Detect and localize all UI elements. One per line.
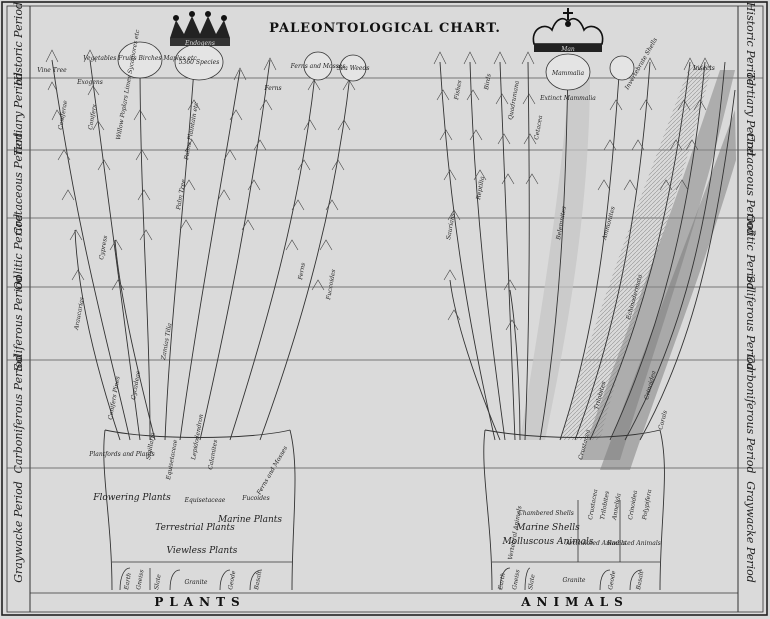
plant-mid-label: Cycadeae bbox=[130, 370, 142, 401]
animal-root-label: Crustacea bbox=[587, 488, 599, 520]
plant-root-label: Viewless Plants bbox=[167, 546, 238, 556]
animal-mid-label: Saurians bbox=[445, 213, 457, 241]
animal-base-label: Granite bbox=[563, 577, 586, 584]
animals-tree-fill bbox=[520, 65, 736, 470]
animal-root-label: Trilobites bbox=[599, 490, 611, 520]
plant-root-label: Flowering Plants bbox=[92, 493, 171, 503]
animal-mid-label: Cetacea bbox=[533, 114, 544, 140]
animal-base-label: Geode bbox=[607, 570, 617, 591]
period-label-right: Carboniferous Period bbox=[744, 354, 757, 473]
animal-mid-label: Quadrumana bbox=[507, 80, 521, 121]
animal-root-label: Crinoidea bbox=[627, 489, 639, 520]
plant-base-label: Geode bbox=[227, 570, 237, 591]
animal-base-label: Gneiss bbox=[511, 569, 521, 590]
plant-top-label: Sea Weeds bbox=[337, 65, 370, 72]
plant-mid-label: Cypress bbox=[98, 235, 109, 260]
plants-root-labels: Flowering Plants Terrestrial Plants Mari… bbox=[88, 445, 289, 556]
plant-mid-label: Araucarias bbox=[73, 297, 86, 332]
animal-root-label: Marine Shells bbox=[515, 523, 580, 533]
animal-mid-label: Ammonites bbox=[601, 206, 617, 242]
animal-top-label: Mammalia bbox=[551, 70, 585, 77]
plant-root-label: Fucoides bbox=[241, 495, 269, 502]
plants-footer-label: PLANTS bbox=[154, 595, 245, 609]
chart-title: PALEONTOLOGICAL CHART. bbox=[269, 21, 501, 36]
plant-mid-label: Palms Plaintain etc bbox=[183, 101, 200, 161]
plant-mid-label: Calamites bbox=[207, 439, 219, 470]
plant-mid-label: Palm Tree bbox=[175, 178, 187, 211]
period-labels-right: Historic Period Tertiary Period Cretaceo… bbox=[744, 1, 757, 583]
plant-root-label: Equisetaceae bbox=[184, 497, 226, 504]
plant-top-label: 5360 Species bbox=[179, 59, 220, 66]
plant-root-label: Plantfords and Plants bbox=[88, 451, 154, 458]
plant-mid-label: Conifers bbox=[87, 104, 98, 131]
animals-footer-label: ANIMALS bbox=[520, 595, 629, 609]
animal-mid-label: Reptilia bbox=[475, 175, 486, 201]
plants-leaves bbox=[46, 50, 355, 290]
plant-root-label: Marine Plants bbox=[217, 515, 282, 525]
plant-base-label: Earth bbox=[123, 572, 133, 591]
animal-top-label: Fishes bbox=[453, 80, 463, 102]
period-labels-left: Historic Period Tertiary Period Cretaceo… bbox=[12, 2, 25, 583]
plant-mid-label: Ferns bbox=[297, 262, 307, 281]
animal-top-label: Insects bbox=[692, 65, 715, 72]
animal-base-label: Slate bbox=[527, 573, 537, 590]
plants-tree bbox=[52, 55, 350, 590]
plant-top-label: Vine Tree bbox=[37, 67, 67, 74]
plant-base-label: Gneiss bbox=[135, 569, 145, 590]
period-label-right: Graywacke Period bbox=[744, 481, 757, 582]
plants-crown-label: Endogens bbox=[184, 40, 215, 47]
plant-base-label: Slate bbox=[153, 573, 163, 590]
animal-root-label: Radiated Animals bbox=[606, 540, 661, 547]
plants-base-labels: Earth Gneiss Slate Granite Geode Basalt bbox=[123, 569, 263, 591]
animals-root-labels: Vertebral Animals Marine Shells Mollusco… bbox=[501, 488, 660, 560]
period-label-left: Carboniferous Period bbox=[12, 354, 25, 473]
plant-top-label: Ferns bbox=[263, 85, 281, 92]
animal-root-label: Annelida bbox=[611, 492, 623, 521]
animals-crown-label: Man bbox=[560, 46, 575, 53]
plant-base-label: Granite bbox=[185, 579, 208, 586]
animals-base-labels: Earth Gneiss Slate Granite Geode Basalt bbox=[497, 569, 645, 591]
plant-top-label: Exogens bbox=[76, 79, 103, 86]
animal-mid-label: Corals bbox=[657, 410, 669, 431]
animal-top-label: Birds bbox=[483, 73, 493, 91]
animal-mid-label: Extinct Mammalia bbox=[539, 95, 596, 102]
plant-root-label: Ferns and Mosses bbox=[255, 445, 289, 497]
period-label-left: Graywacke Period bbox=[12, 481, 25, 582]
animal-root-label: Chambered Shells bbox=[518, 510, 574, 517]
plant-mid-label: Conifers Pines bbox=[107, 376, 122, 421]
animal-root-label: Polypifera bbox=[641, 488, 653, 521]
plant-mid-label: Equisetaceae bbox=[165, 439, 179, 482]
plants-mid-labels: Coniferae Conifers Willow Poplars Limes … bbox=[57, 29, 337, 482]
plant-mid-label: Fuccoides bbox=[325, 269, 337, 301]
animal-base-label: Basalt bbox=[635, 570, 645, 591]
